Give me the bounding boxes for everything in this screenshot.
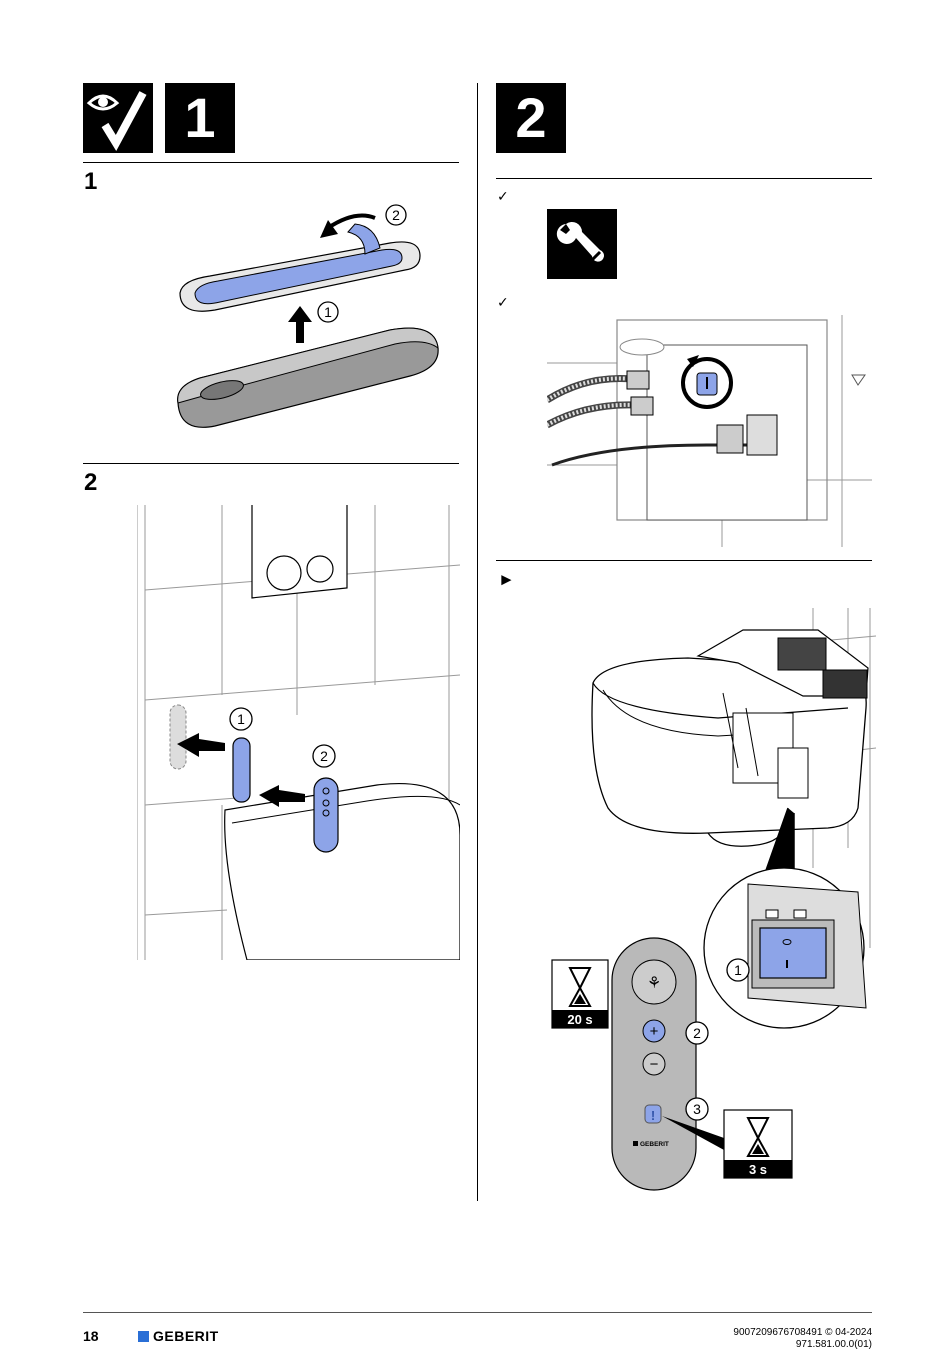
inspect-ok-icon-box bbox=[83, 83, 153, 153]
callout-1: 1 bbox=[237, 711, 245, 727]
action-marker: ► bbox=[498, 570, 515, 589]
document-code-line: 971.581.00.0(01) bbox=[795, 1339, 872, 1350]
svg-text:!: ! bbox=[651, 1108, 655, 1123]
svg-text:−: − bbox=[650, 1056, 659, 1073]
section-number-2: 2 bbox=[496, 83, 566, 153]
divider bbox=[83, 162, 459, 163]
divider bbox=[83, 463, 459, 464]
callout-1: 1 bbox=[734, 962, 742, 978]
callout-1: 1 bbox=[324, 304, 332, 320]
footer-rule bbox=[83, 1312, 872, 1313]
timer-20s: 20 s bbox=[567, 1012, 592, 1027]
shower-toilet-power-illustration: 1 ⚘ + − ! GEBERIT 2 3 20 s 3 s bbox=[551, 608, 876, 1191]
document-number: 9007209676708491 © 04-2024 971.581.00.0(… bbox=[733, 1327, 872, 1351]
callout-2: 2 bbox=[392, 207, 400, 223]
wrench-icon bbox=[556, 222, 604, 264]
callout-2: 2 bbox=[693, 1025, 701, 1041]
check-mark: ✓ bbox=[497, 294, 509, 310]
water-valve-illustration bbox=[547, 315, 872, 547]
divider bbox=[496, 178, 872, 179]
svg-text:+: + bbox=[650, 1023, 659, 1040]
remote-holder-illustration: 1 2 bbox=[137, 505, 460, 960]
divider bbox=[496, 560, 872, 561]
section-number-1: 1 bbox=[165, 83, 235, 153]
column-divider bbox=[477, 83, 478, 1201]
brand-square-icon bbox=[138, 1330, 149, 1342]
remote-brand: GEBERIT bbox=[640, 1141, 669, 1148]
callout-3: 3 bbox=[693, 1101, 701, 1117]
brand-logo: GEBERIT bbox=[138, 1328, 219, 1344]
page-number: 18 bbox=[83, 1328, 99, 1344]
brand-name: GEBERIT bbox=[153, 1328, 219, 1344]
seal-removal-illustration: 2 1 bbox=[177, 204, 439, 428]
eye-check-icon bbox=[86, 91, 147, 152]
callout-2: 2 bbox=[320, 748, 328, 764]
step-number: 1 bbox=[84, 168, 98, 195]
svg-text:⚘: ⚘ bbox=[647, 973, 661, 992]
timer-3s: 3 s bbox=[749, 1162, 767, 1177]
check-mark: ✓ bbox=[497, 188, 509, 204]
wrench-icon-box bbox=[547, 209, 617, 279]
document-id-line: 9007209676708491 © 04-2024 bbox=[733, 1327, 872, 1338]
step-number: 2 bbox=[84, 469, 98, 496]
